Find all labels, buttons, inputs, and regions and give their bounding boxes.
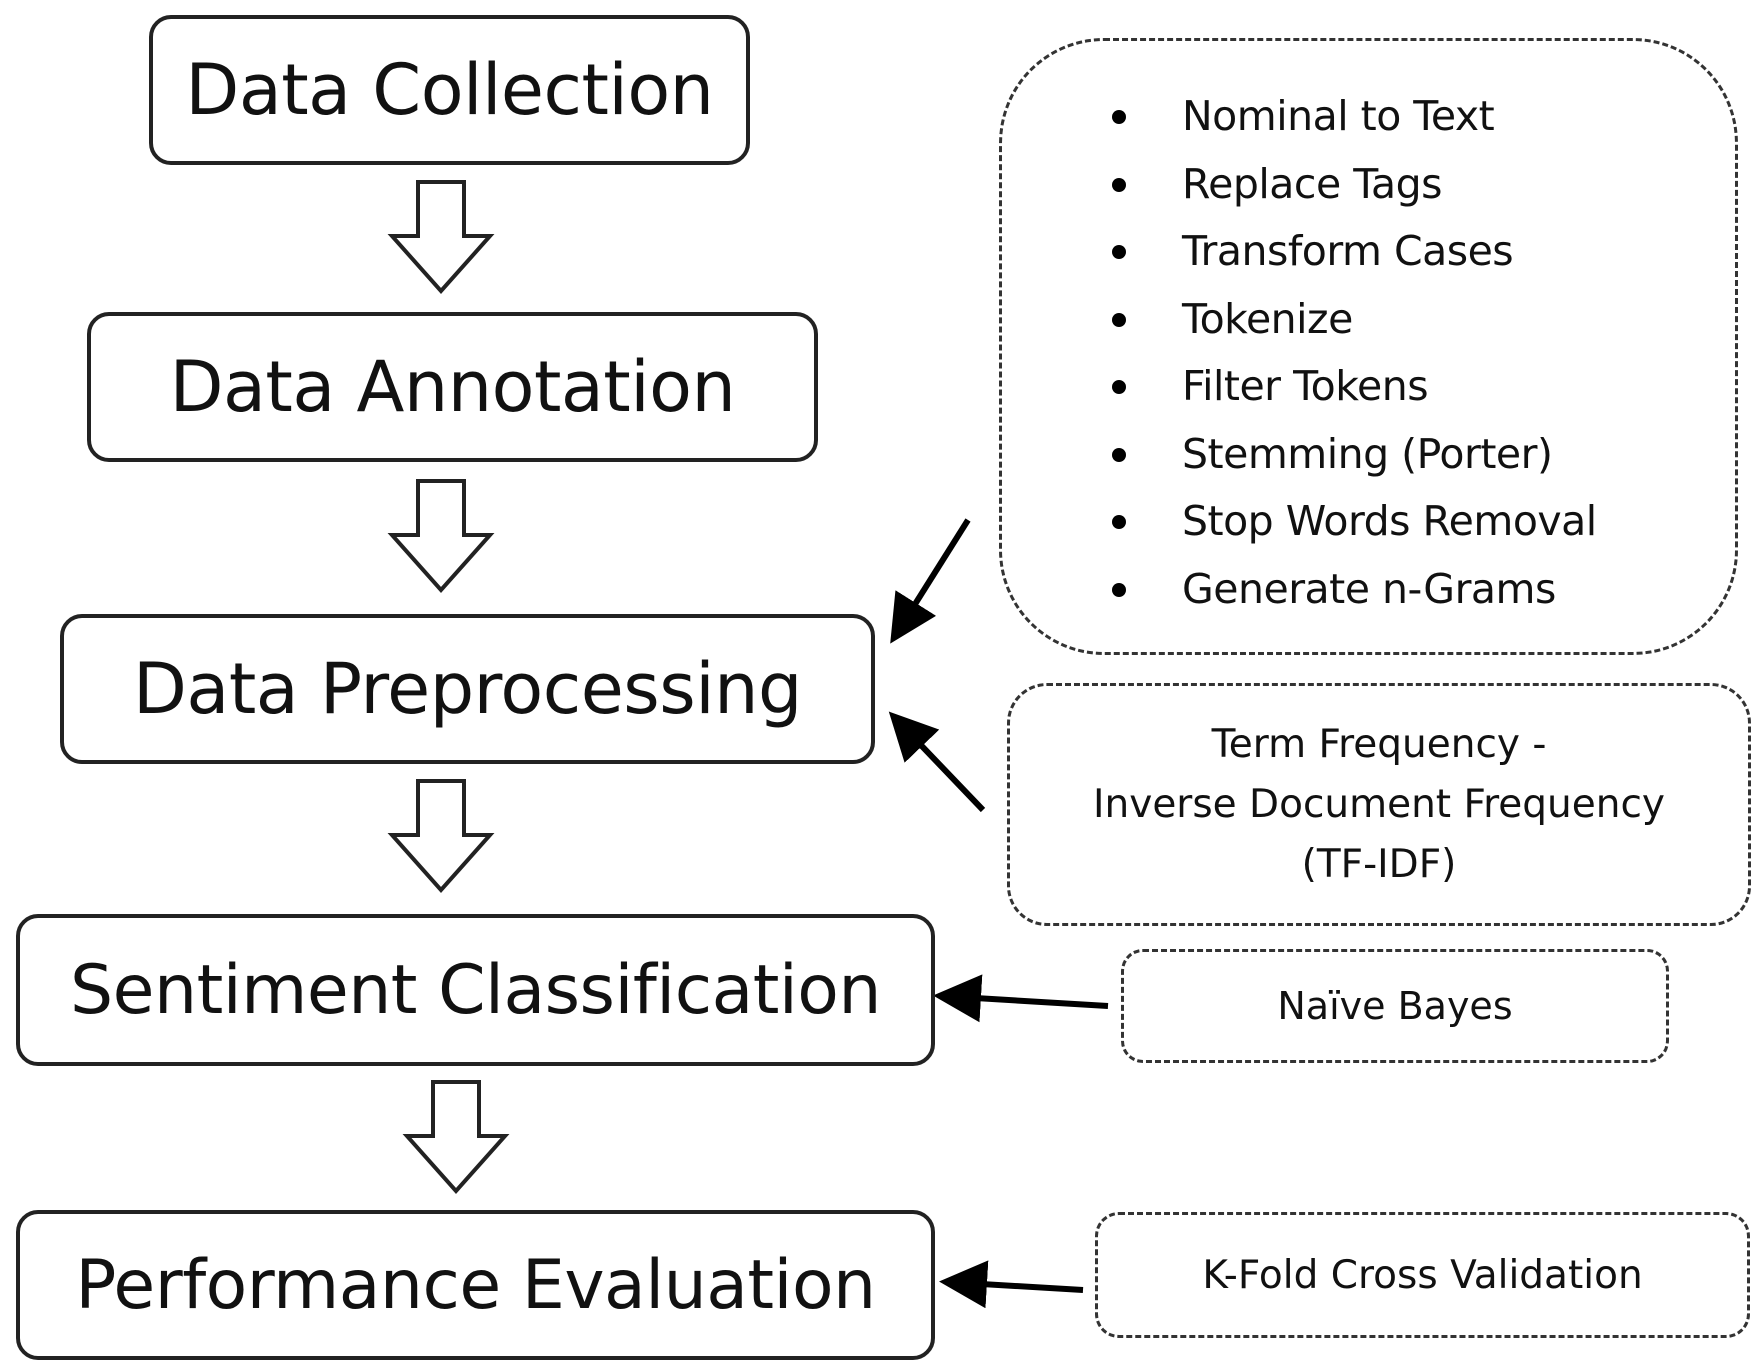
tfidf-line: Term Frequency - bbox=[1211, 721, 1547, 767]
kfold-label: K-Fold Cross Validation bbox=[1202, 1252, 1643, 1298]
bullet-icon bbox=[1112, 582, 1126, 597]
operation-label: Filter Tokens bbox=[1182, 362, 1429, 410]
bullet-icon bbox=[1112, 447, 1126, 462]
operation-item: Stop Words Removal bbox=[1112, 493, 1597, 561]
step-performance-evaluation: Performance Evaluation bbox=[16, 1210, 935, 1360]
operation-label: Generate n-Grams bbox=[1182, 564, 1556, 613]
arrow-tfidf-to-preprocessing bbox=[888, 711, 986, 813]
step-performance-evaluation-label: Performance Evaluation bbox=[75, 1245, 876, 1325]
bullet-icon bbox=[1112, 110, 1126, 124]
step-data-annotation: Data Annotation bbox=[87, 312, 818, 462]
preprocessing-operations-list: Nominal to Text Replace Tags Transform C… bbox=[1112, 88, 1597, 628]
tfidf-line: Inverse Document Frequency bbox=[1093, 781, 1665, 827]
step-data-annotation-label: Data Annotation bbox=[169, 346, 736, 428]
preprocessing-operations-note bbox=[999, 38, 1738, 655]
flow-arrow-preprocessing-to-classification bbox=[387, 779, 495, 894]
operation-item: Transform Cases bbox=[1112, 223, 1597, 291]
bullet-icon bbox=[1112, 177, 1126, 192]
step-sentiment-classification-label: Sentiment Classification bbox=[69, 950, 882, 1030]
operation-item: Tokenize bbox=[1112, 291, 1597, 359]
step-data-collection-label: Data Collection bbox=[185, 49, 714, 131]
naive-bayes-note: Naïve Bayes bbox=[1121, 949, 1669, 1063]
tfidf-note: Term Frequency - Inverse Document Freque… bbox=[1007, 683, 1751, 926]
operation-label: Nominal to Text bbox=[1182, 92, 1495, 140]
operation-label: Stemming (Porter) bbox=[1182, 429, 1553, 478]
kfold-note: K-Fold Cross Validation bbox=[1095, 1212, 1750, 1338]
flow-arrow-annotation-to-preprocessing bbox=[387, 479, 495, 594]
step-data-preprocessing: Data Preprocessing bbox=[60, 614, 875, 764]
operation-item: Generate n-Grams bbox=[1112, 561, 1597, 629]
tfidf-line: (TF-IDF) bbox=[1301, 841, 1457, 887]
operation-label: Tokenize bbox=[1182, 294, 1353, 343]
operation-label: Transform Cases bbox=[1182, 227, 1514, 275]
step-data-collection: Data Collection bbox=[149, 15, 750, 165]
arrow-kfold-to-evaluation bbox=[939, 1260, 1084, 1309]
naive-bayes-label: Naïve Bayes bbox=[1277, 984, 1513, 1028]
flow-arrow-classification-to-evaluation bbox=[402, 1080, 510, 1195]
operation-item: Replace Tags bbox=[1112, 156, 1597, 224]
bullet-icon bbox=[1112, 515, 1126, 529]
step-data-preprocessing-label: Data Preprocessing bbox=[133, 648, 802, 730]
step-sentiment-classification: Sentiment Classification bbox=[16, 914, 935, 1066]
bullet-icon bbox=[1112, 380, 1126, 394]
operation-label: Stop Words Removal bbox=[1182, 497, 1597, 545]
flow-arrow-collection-to-annotation bbox=[387, 180, 495, 295]
operation-label: Replace Tags bbox=[1182, 159, 1442, 208]
bullet-icon bbox=[1112, 245, 1126, 259]
operation-item: Filter Tokens bbox=[1112, 358, 1597, 426]
arrow-naive-bayes-to-classification bbox=[933, 974, 1109, 1023]
arrow-operations-to-preprocessing bbox=[890, 518, 971, 644]
operation-item: Stemming (Porter) bbox=[1112, 426, 1597, 494]
bullet-icon bbox=[1112, 312, 1126, 327]
operation-item: Nominal to Text bbox=[1112, 88, 1597, 156]
